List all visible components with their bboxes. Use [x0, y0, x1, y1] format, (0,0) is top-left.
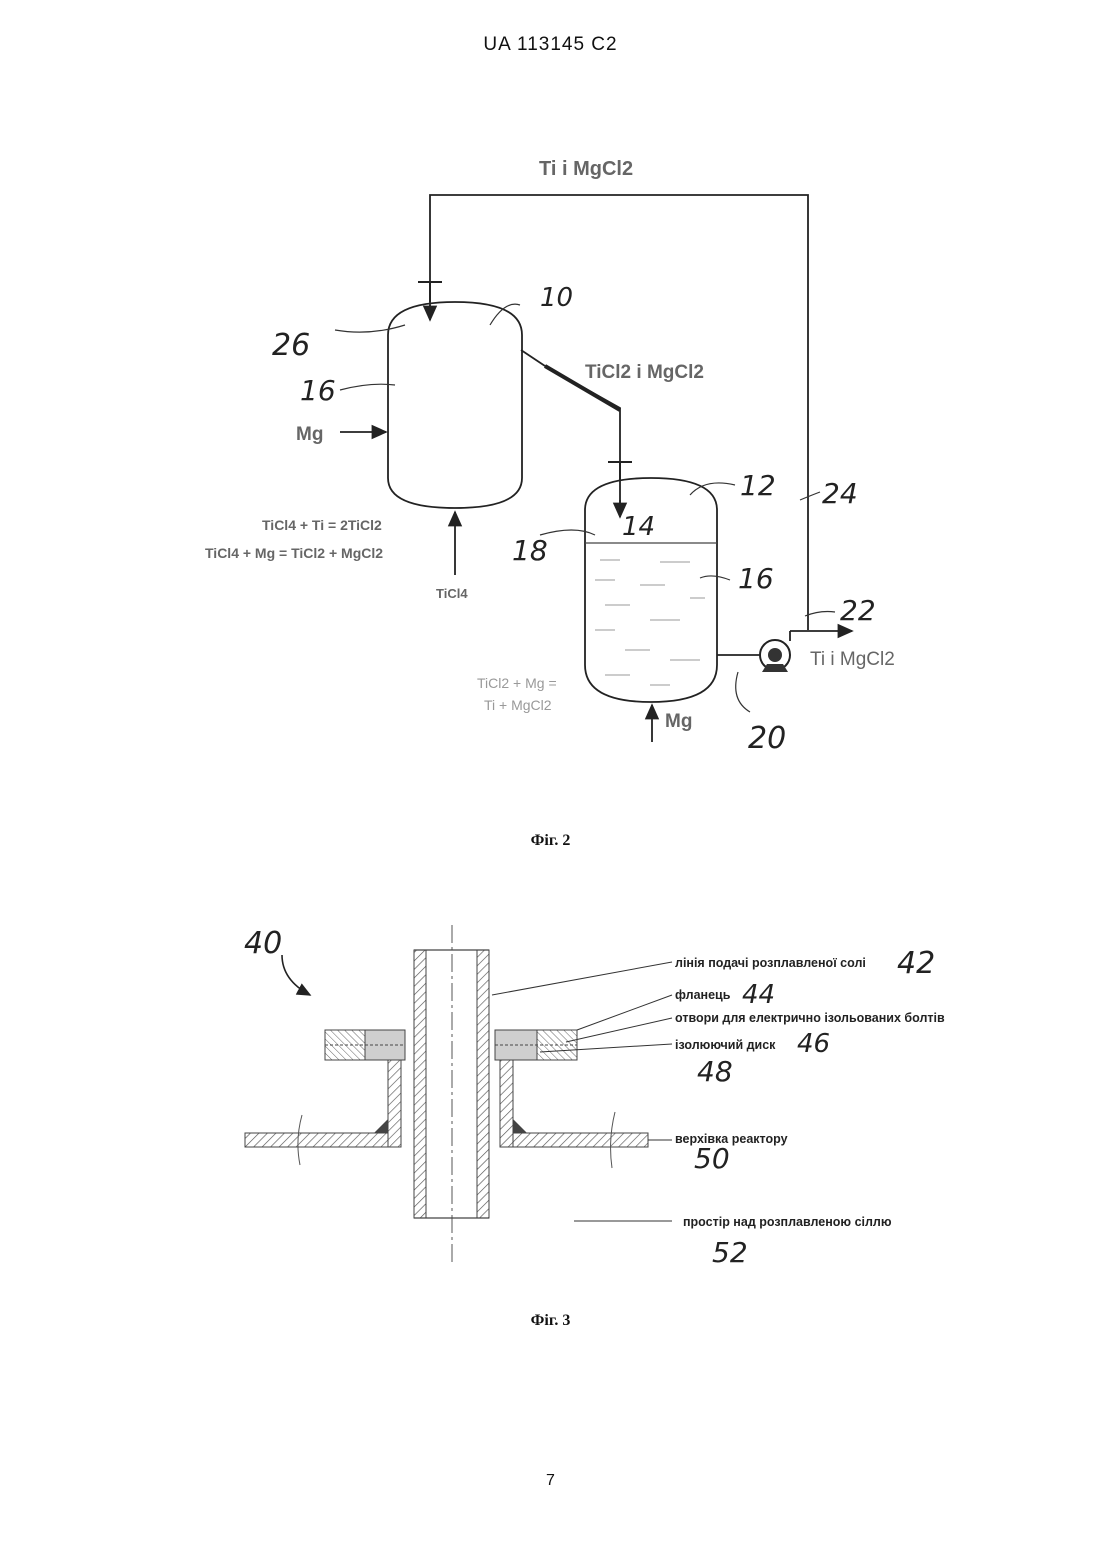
- fig2-eq3b: Ti + MgCl2: [484, 697, 552, 713]
- ref-48: 48: [697, 1055, 733, 1088]
- fig3-label-50: верхівка реактору: [675, 1132, 788, 1146]
- ref-20: 20: [748, 721, 786, 756]
- fig3-label-42: лінія подачі розплавленої солі: [675, 956, 866, 970]
- nozzle-right-wall: [500, 1060, 513, 1147]
- ref-18: 18: [512, 534, 548, 567]
- weld-left: [374, 1119, 388, 1133]
- ref-50: 50: [694, 1142, 730, 1175]
- fig2-ticl4-in: TiCl4: [436, 586, 468, 601]
- pump-icon: [760, 640, 790, 672]
- ref-52: 52: [712, 1236, 748, 1269]
- ref-16b: 16: [738, 562, 774, 595]
- ref-10: 10: [540, 283, 573, 313]
- fig3-label-44: фланець: [675, 988, 731, 1002]
- fig2-mg-bottom: Mg: [665, 711, 692, 732]
- ref-40-arrow: [282, 955, 310, 995]
- page-number: 7: [0, 1472, 1101, 1490]
- fig2-eq3a: TiCl2 + Mg =: [477, 675, 557, 691]
- valve-vessel-10: [418, 282, 442, 302]
- fig2-eq1: TiCl4 + Ti = 2TiCl2: [262, 517, 382, 533]
- fig3-caption: Фіг. 3: [0, 1312, 1101, 1330]
- fig3-label-48: отвори для електрично ізольованих болтів: [675, 1011, 945, 1025]
- fig2-diagram: Ti i MgCl2 TiCl2 i MgCl2 Ti i MgCl2 Mg M…: [205, 158, 895, 756]
- fig3-label-52: простір над розплавленою сіллю: [683, 1215, 892, 1229]
- nozzle-left-wall: [388, 1060, 401, 1147]
- ref-40: 40: [244, 926, 282, 961]
- ref-14: 14: [622, 512, 655, 542]
- ref-16a: 16: [300, 374, 336, 407]
- fig2-transfer-label: TiCl2 i MgCl2: [585, 362, 704, 383]
- fig3-label-46: ізолюючий диск: [675, 1038, 776, 1052]
- ref-26: 26: [272, 328, 310, 363]
- ref-44: 44: [742, 980, 775, 1010]
- fig2-top-label: Ti i MgCl2: [539, 158, 633, 180]
- ref-12: 12: [740, 469, 776, 502]
- fig2-out-label: Ti i MgCl2: [810, 649, 895, 670]
- ref-24: 24: [822, 477, 858, 510]
- fig3-diagram: лінія подачі розплавленої солі фланець о…: [244, 925, 945, 1269]
- valve-vessel-12: [608, 462, 632, 480]
- vessel-10: [388, 302, 522, 508]
- reactor-top-right: [513, 1133, 648, 1147]
- reactor-top-left: [245, 1133, 388, 1147]
- ref-22: 22: [840, 594, 876, 627]
- fig3-leaders: [492, 962, 672, 1221]
- feed-tube-right-wall: [477, 950, 489, 1218]
- weld-right: [513, 1119, 527, 1133]
- ref-46: 46: [797, 1029, 830, 1059]
- liquid-dashes: [595, 560, 705, 685]
- fig2-caption: Фіг. 2: [0, 832, 1101, 850]
- fig2-eq2: TiCl4 + Mg = TiCl2 + MgCl2: [205, 545, 383, 561]
- ref-42: 42: [897, 946, 935, 981]
- fig2-mg-left: Mg: [296, 424, 323, 445]
- feed-tube-left-wall: [414, 950, 426, 1218]
